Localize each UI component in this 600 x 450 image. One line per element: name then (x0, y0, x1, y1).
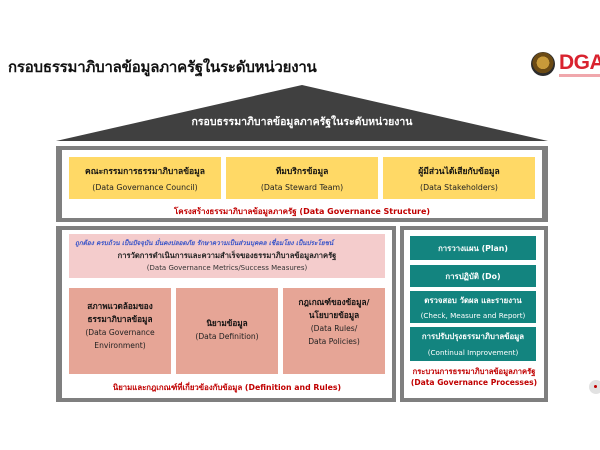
process-improvement-box: การปรับปรุงธรรมาภิบาลข้อมูล (Continual I… (410, 327, 536, 361)
box-title-line1: นิยามข้อมูล (206, 318, 248, 328)
process-subtitle: (Check, Measure and Report) (420, 311, 526, 320)
process-plan-box: การวางแผน (Plan) (410, 236, 536, 260)
box-subtitle-line1: (Data Definition) (195, 332, 259, 341)
box-subtitle-line2: Environment) (94, 341, 146, 350)
stakeholders-box: ผู้มีส่วนได้เสียกับข้อมูล (Data Stakehol… (383, 157, 535, 199)
box-title: คณะกรรมการธรรมาภิบาลข้อมูล (85, 167, 205, 177)
box-subtitle-line1: (Data Rules/ (310, 324, 358, 333)
box-title-line2: ธรรมาภิบาลข้อมูล (87, 314, 153, 324)
roof-triangle (56, 85, 548, 141)
slide-navigation-dot[interactable] (589, 380, 600, 394)
structure-label: โครงสร้างธรรมาภิบาลข้อมูลภาครัฐ (Data Go… (173, 207, 431, 216)
metrics-subtitle: (Data Governance Metrics/Success Measure… (146, 264, 308, 272)
process-title: การวางแผน (Plan) (438, 244, 508, 253)
box-subtitle: (Data Governance Council) (92, 183, 198, 192)
box-subtitle: (Data Steward Team) (260, 183, 344, 192)
box-title-line1: สภาพแวดล้อมของ (87, 301, 153, 311)
metrics-box (69, 234, 385, 278)
process-title: การปฏิบัติ (Do) (445, 272, 501, 281)
box-title: ทีมบริกรข้อมูล (275, 167, 329, 177)
governance-environment-box: สภาพแวดล้อมของ ธรรมาภิบาลข้อมูล (Data Go… (69, 288, 171, 374)
steward-team-box: ทีมบริกรข้อมูล (Data Steward Team) (226, 157, 378, 199)
logo-text: DGA (559, 51, 600, 74)
box-title-line2: นโยบายข้อมูล (308, 310, 360, 320)
data-quality-attributes: ถูกต้อง ครบถ้วน เป็นปัจจุบัน มั่นคงปลอดภ… (75, 239, 334, 247)
box-title: ผู้มีส่วนได้เสียกับข้อมูล (418, 167, 500, 177)
dga-logo: DGA (531, 50, 600, 80)
metrics-title: การวัดการดำเนินการและความสำเร็จของธรรมาภ… (117, 251, 337, 260)
box-subtitle: (Data Stakeholders) (420, 183, 498, 192)
process-subtitle: (Continual Improvement) (427, 348, 519, 357)
data-rules-box: กฎเกณฑ์ของข้อมูล/ นโยบายข้อมูล (Data Rul… (283, 288, 385, 374)
house-roof (56, 85, 548, 141)
governance-council-box: คณะกรรมการธรรมาภิบาลข้อมูล (Data Governa… (69, 157, 221, 199)
processes-label: กระบวนการธรรมาภิบาลข้อมูลภาครัฐ (Data Go… (404, 366, 544, 388)
logo-underline (559, 74, 600, 77)
processes-label-th: กระบวนการธรรมาภิบาลข้อมูลภาครัฐ (412, 367, 536, 376)
page-title: กรอบธรรมาภิบาลข้อมูลภาครัฐในระดับหน่วยงา… (8, 58, 317, 76)
process-check-box: ตรวจสอบ วัดผล และรายงาน (Check, Measure … (410, 291, 536, 323)
box-subtitle-line2: Data Policies) (308, 337, 360, 346)
process-title: ตรวจสอบ วัดผล และรายงาน (424, 296, 522, 305)
box-subtitle-line1: (Data Governance (85, 328, 155, 337)
government-seal-icon (531, 52, 555, 76)
box-title-line1: กฎเกณฑ์ของข้อมูล/ (298, 297, 370, 307)
processes-label-en: (Data Governance Processes) (410, 378, 538, 387)
data-definition-box: นิยามข้อมูล (Data Definition) (176, 288, 278, 374)
roof-label: กรอบธรรมาภิบาลข้อมูลภาครัฐในระดับหน่วยงา… (191, 116, 413, 128)
definition-rules-label: นิยามและกฎเกณฑ์ที่เกี่ยวข้องกับข้อมูล (D… (112, 383, 342, 392)
process-title: การปรับปรุงธรรมาภิบาลข้อมูล (421, 332, 525, 341)
process-do-box: การปฏิบัติ (Do) (410, 265, 536, 287)
